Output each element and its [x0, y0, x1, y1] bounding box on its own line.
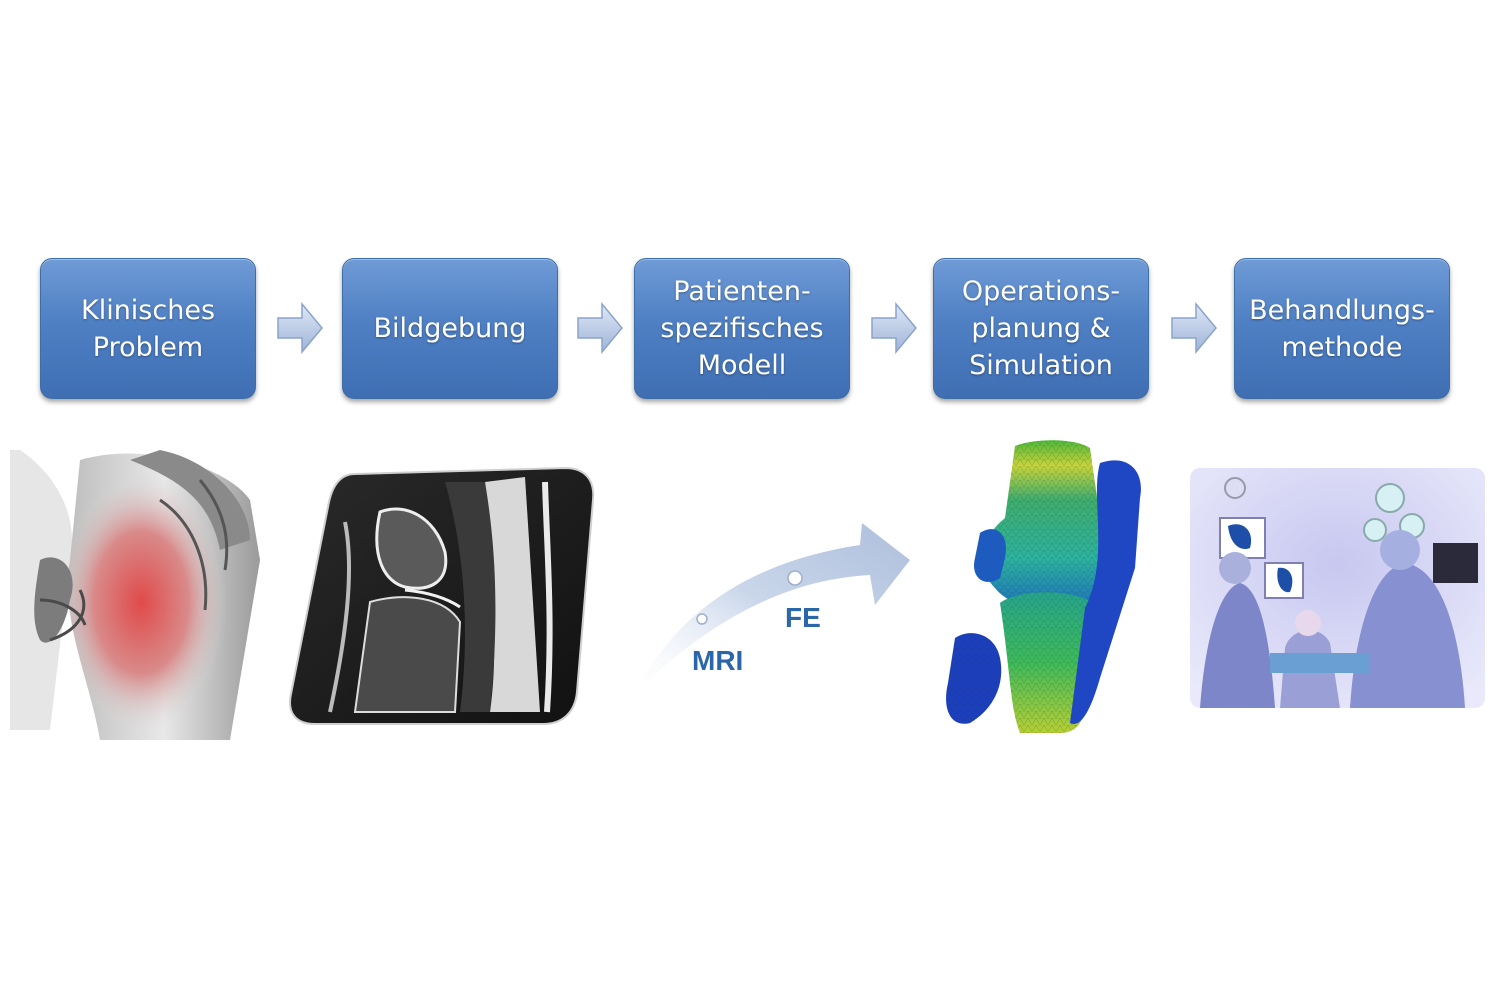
- fe-knee-model: [940, 438, 1165, 738]
- step-label: Klinisches Problem: [81, 292, 215, 366]
- step-label: Bildgebung: [374, 310, 527, 347]
- step-box-treatment-method: Behandlungs- methode: [1234, 258, 1450, 399]
- step-box-patient-model: Patienten- spezifisches Modell: [634, 258, 850, 399]
- mri-scan-image: [285, 462, 600, 742]
- operating-room-photo: [1190, 468, 1485, 708]
- step-box-imaging: Bildgebung: [342, 258, 558, 399]
- step-label: Patienten- spezifisches Modell: [660, 273, 823, 384]
- mri-label: MRI: [692, 645, 743, 676]
- step-label: Operations- planung & Simulation: [962, 273, 1120, 384]
- step-label: Behandlungs- methode: [1249, 292, 1435, 366]
- mri-to-fe-arrow: MRI FE: [630, 515, 915, 700]
- knee-pain-photo: [10, 440, 275, 740]
- step-box-clinical-problem: Klinisches Problem: [40, 258, 256, 399]
- flow-arrow-icon: [576, 302, 624, 354]
- step-box-surgery-planning: Operations- planung & Simulation: [933, 258, 1149, 399]
- fe-label: FE: [785, 602, 821, 633]
- flow-arrow-icon: [870, 302, 918, 354]
- flow-arrow-icon: [1170, 302, 1218, 354]
- flow-arrow-icon: [276, 302, 324, 354]
